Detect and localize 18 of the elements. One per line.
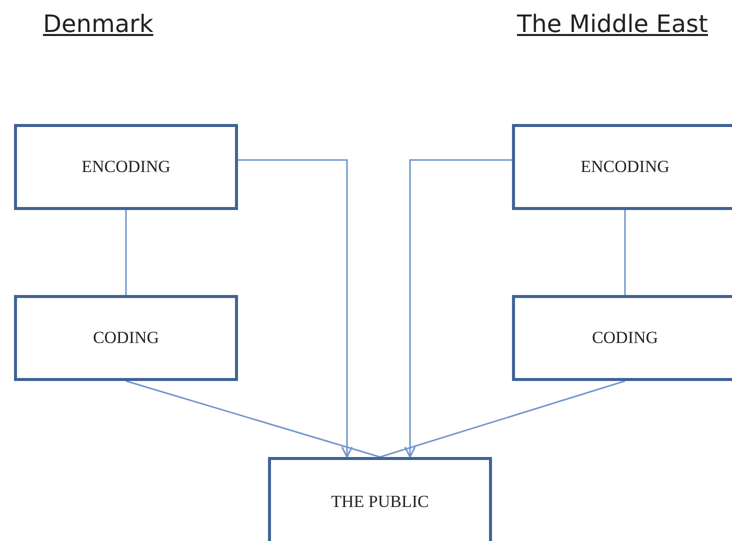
process-box	[14, 124, 238, 210]
box-label: ENCODING	[82, 157, 170, 177]
connector-line	[624, 210, 626, 295]
process-box	[268, 457, 492, 541]
box-label: ENCODING	[580, 157, 670, 177]
box-label: CODING	[592, 328, 658, 348]
process-box	[512, 124, 732, 210]
box-label: CODING	[92, 328, 160, 348]
connector-line	[125, 210, 127, 295]
region-heading: Denmark	[43, 10, 154, 38]
box-label: THE PUBLIC	[331, 492, 429, 512]
connector-line	[380, 380, 626, 458]
arrow	[238, 159, 353, 458]
process-box	[512, 295, 732, 381]
process-box	[14, 295, 238, 381]
arrow	[404, 159, 512, 458]
region-heading: The Middle East	[517, 10, 708, 38]
connector-line	[126, 380, 380, 458]
